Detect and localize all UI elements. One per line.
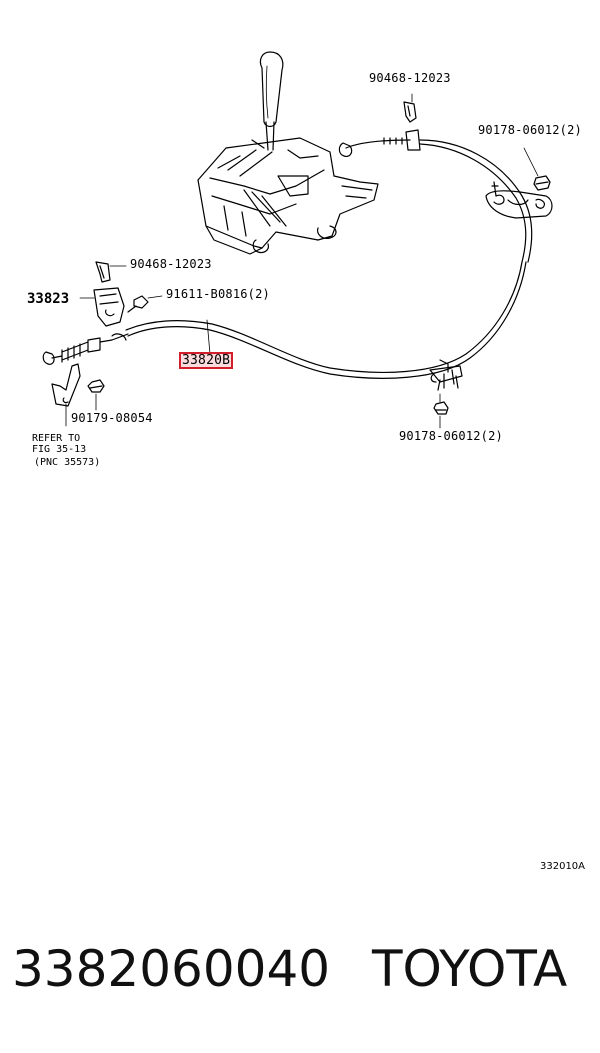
cable-end-icon [43, 334, 128, 364]
cable-lower-icon [126, 262, 526, 378]
label-clip-top: 90468-12023 [369, 71, 451, 85]
shift-lever-assembly-icon [198, 138, 378, 254]
label-refer-line-3: (PNC 35573) [34, 457, 101, 468]
clip-top-icon [404, 94, 416, 122]
label-drawing-code: 332010A [540, 861, 586, 872]
cable-bracket-plate-icon [486, 182, 552, 218]
shift-knob-icon [260, 52, 282, 150]
footer-brand: TOYOTA [372, 940, 568, 998]
nut-top-icon [524, 148, 550, 190]
label-nut-bottom: 90178-06012(2) [399, 429, 503, 443]
nut-bottom-icon [434, 394, 448, 428]
nut-left-icon [88, 380, 104, 410]
label-bolt: 91611-B0816(2) [166, 287, 270, 301]
label-nut-left: 90179-08054 [71, 411, 153, 425]
bolt-icon [128, 296, 162, 312]
label-refer-line-2: FIG 35-13 [32, 444, 87, 455]
footer-part-number: 3382060040 [12, 940, 331, 998]
label-refer-line-1: REFER TO [32, 433, 81, 444]
label-bracket: 33823 [27, 291, 70, 307]
clip-left-icon [96, 262, 126, 282]
label-nut-top: 90178-06012(2) [478, 123, 582, 137]
label-clip-left: 90468-12023 [130, 257, 212, 271]
label-cable-highlighted[interactable]: 33820B [178, 352, 234, 369]
cable-mount-bracket-icon [430, 360, 462, 390]
bracket-33823-icon [80, 288, 124, 326]
bracket-lower-left-icon [52, 364, 80, 426]
